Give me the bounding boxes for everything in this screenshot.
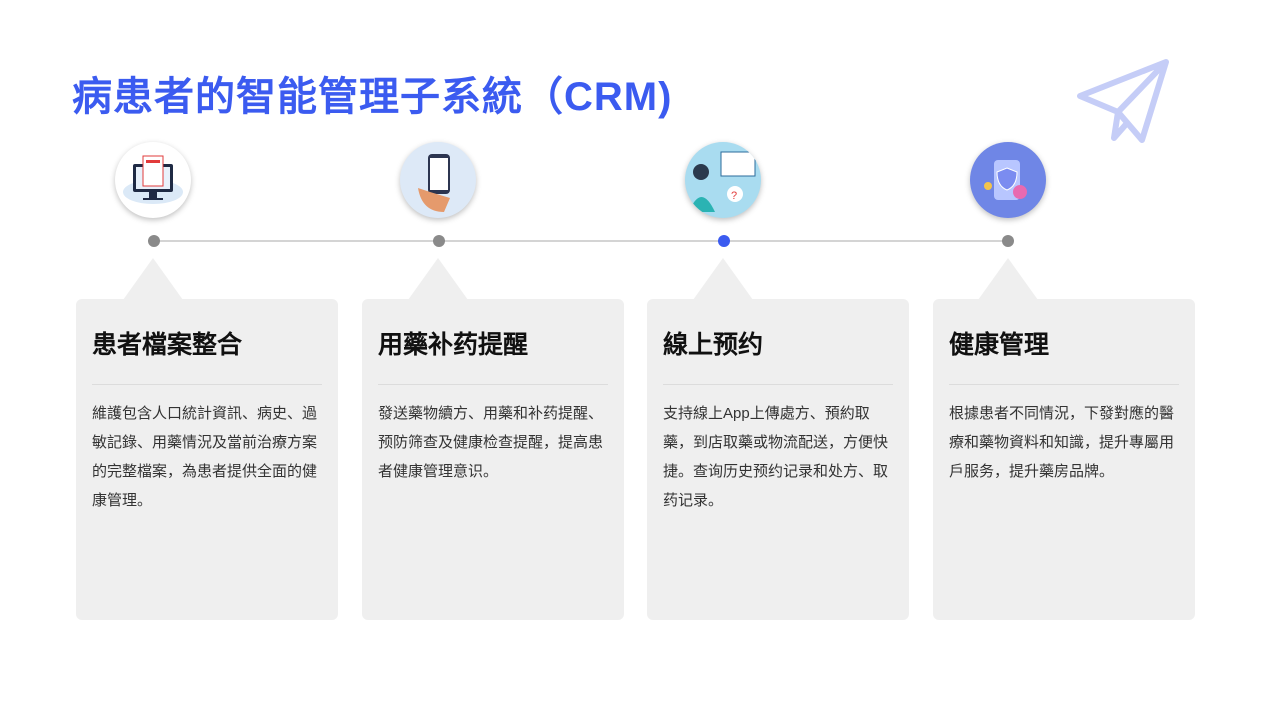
card-heading: 用藥补药提醒 [378, 331, 529, 359]
divider [92, 384, 322, 385]
divider [949, 384, 1179, 385]
timeline-dot-active [718, 235, 730, 247]
paper-plane-icon [1077, 59, 1169, 143]
card-medication-reminder: 用藥补药提醒 發送藥物續方、用藥和补药提醒、预防筛查及健康检查提醒，提高患者健康… [362, 299, 624, 620]
timeline-dot [433, 235, 445, 247]
card-patient-records: 患者檔案整合 維護包含人口統計資訊、病史、過敏記錄、用藥情況及當前治療方案的完整… [76, 299, 338, 620]
page-title: 病患者的智能管理子系統（CRM) [72, 75, 673, 119]
card-body: 支持線上App上傳處方、預約取藥，到店取藥或物流配送，方便快捷。查询历史预约记录… [663, 405, 889, 509]
online-doctor-icon: ? [685, 142, 761, 218]
divider [378, 384, 608, 385]
card-heading: 線上预约 [663, 331, 764, 359]
health-shield-icon [970, 142, 1046, 218]
card-online-booking: 線上预约 支持線上App上傳處方、預約取藥，到店取藥或物流配送，方便快捷。查询历… [647, 299, 909, 620]
callout-pointer [408, 258, 468, 300]
patient-record-icon [115, 142, 191, 218]
timeline-dot [148, 235, 160, 247]
card-health-management: 健康管理 根據患者不同情況，下發對應的醫療和藥物資料和知識，提升專屬用戶服务，提… [933, 299, 1195, 620]
card-heading: 患者檔案整合 [92, 331, 243, 359]
timeline-dot [1002, 235, 1014, 247]
card-body: 維護包含人口統計資訊、病史、過敏記錄、用藥情況及當前治療方案的完整檔案，為患者提… [92, 405, 318, 509]
card-heading: 健康管理 [949, 331, 1050, 359]
callout-pointer [123, 258, 183, 300]
callout-pointer [978, 258, 1038, 300]
svg-text:?: ? [731, 190, 737, 202]
card-body: 根據患者不同情況，下發對應的醫療和藥物資料和知識，提升專屬用戶服务，提升藥房品牌… [949, 405, 1175, 480]
timeline-line [154, 240, 1008, 242]
divider [663, 384, 893, 385]
phone-reminder-icon [400, 142, 476, 218]
card-body: 發送藥物續方、用藥和补药提醒、预防筛查及健康检查提醒，提高患者健康管理意识。 [378, 405, 604, 480]
callout-pointer [693, 258, 753, 300]
